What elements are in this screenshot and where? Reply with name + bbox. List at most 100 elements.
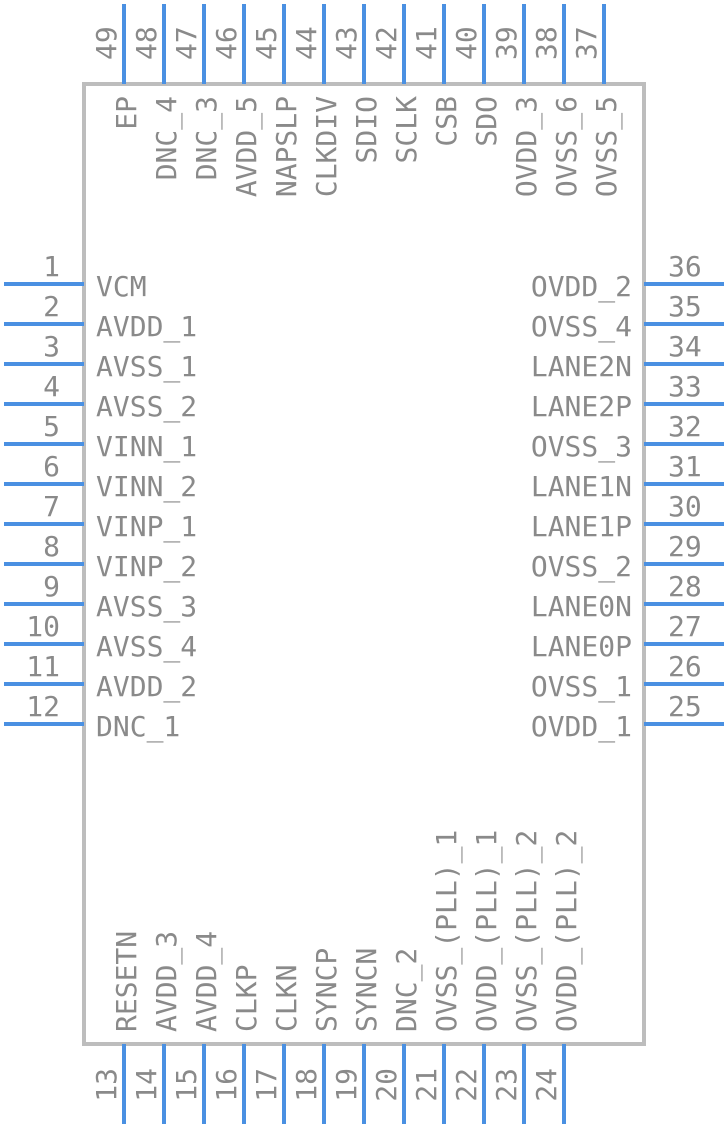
pin-number: 28 bbox=[668, 570, 702, 603]
pin-number: 38 bbox=[530, 26, 563, 60]
pin-number: 1 bbox=[43, 250, 60, 283]
pin-number: 42 bbox=[370, 26, 403, 60]
pin-name: CLKP bbox=[230, 965, 263, 1032]
pin-number: 24 bbox=[530, 1068, 563, 1102]
pin-number: 7 bbox=[43, 490, 60, 523]
pin-number: 43 bbox=[330, 26, 363, 60]
pin-number: 36 bbox=[668, 250, 702, 283]
pin-name: AVSS_1 bbox=[96, 350, 197, 384]
pin-number: 34 bbox=[668, 330, 702, 363]
pin-name: NAPSLP bbox=[270, 96, 303, 197]
pin-name: OVSS_2 bbox=[531, 550, 632, 584]
pin-name: OVSS_6 bbox=[550, 96, 584, 197]
pin-name: OVSS_5 bbox=[590, 96, 624, 197]
pin-number: 37 bbox=[570, 26, 603, 60]
pin-name: EP bbox=[110, 96, 143, 130]
pin-number: 20 bbox=[370, 1068, 403, 1102]
pin-number: 21 bbox=[410, 1068, 443, 1102]
pin-number: 40 bbox=[450, 26, 483, 60]
pin-number: 46 bbox=[210, 26, 243, 60]
pin-name: AVDD_3 bbox=[150, 931, 184, 1032]
pin-number: 6 bbox=[43, 450, 60, 483]
pin-name: CLKN bbox=[270, 965, 303, 1032]
pin-name: LANE0N bbox=[531, 590, 632, 623]
pin-name: VINP_2 bbox=[96, 550, 197, 584]
pin-number: 23 bbox=[490, 1068, 523, 1102]
pin-name: SDIO bbox=[350, 96, 383, 163]
pin-number: 12 bbox=[26, 690, 60, 723]
pin-number: 22 bbox=[450, 1068, 483, 1102]
pin-number: 33 bbox=[668, 370, 702, 403]
pin-number: 30 bbox=[668, 490, 702, 523]
pin-number: 4 bbox=[43, 370, 60, 403]
pin-number: 10 bbox=[26, 610, 60, 643]
pin-number: 2 bbox=[43, 290, 60, 323]
pin-name: AVSS_3 bbox=[96, 590, 197, 624]
pin-name: AVDD_2 bbox=[96, 670, 197, 704]
pin-number: 19 bbox=[330, 1068, 363, 1102]
pin-number: 49 bbox=[90, 26, 123, 60]
pin-name: LANE2N bbox=[531, 350, 632, 383]
pin-name: CSB bbox=[430, 96, 463, 147]
pin-number: 26 bbox=[668, 650, 702, 683]
pin-number: 13 bbox=[90, 1068, 123, 1102]
pin-name: CLKDIV bbox=[310, 96, 343, 197]
pin-number: 11 bbox=[26, 650, 60, 683]
pin-name: AVSS_2 bbox=[96, 390, 197, 424]
pin-number: 27 bbox=[668, 610, 702, 643]
pin-name: SDO bbox=[470, 96, 503, 147]
pin-number: 39 bbox=[490, 26, 523, 60]
pin-name: RESETN bbox=[110, 931, 143, 1032]
pin-name: DNC_1 bbox=[96, 710, 180, 744]
pin-number: 9 bbox=[43, 570, 60, 603]
pin-name: SYNCP bbox=[310, 948, 343, 1032]
pin-number: 35 bbox=[668, 290, 702, 323]
pin-name: OVSS_3 bbox=[531, 430, 632, 464]
pin-number: 25 bbox=[668, 690, 702, 723]
pin-name: OVDD_(PLL)_1 bbox=[470, 830, 504, 1032]
pin-name: LANE1P bbox=[531, 510, 632, 543]
pin-name: OVDD_1 bbox=[531, 710, 632, 744]
pin-number: 48 bbox=[130, 26, 163, 60]
pin-name: SYNCN bbox=[350, 948, 383, 1032]
pin-number: 31 bbox=[668, 450, 702, 483]
pin-name: VCM bbox=[96, 270, 147, 303]
pin-number: 47 bbox=[170, 26, 203, 60]
pin-name: SCLK bbox=[390, 96, 423, 164]
pin-name: OVSS_(PLL)_2 bbox=[510, 830, 544, 1032]
pin-name: OVSS_(PLL)_1 bbox=[430, 830, 464, 1032]
pin-number: 14 bbox=[130, 1068, 163, 1102]
pin-name: VINN_2 bbox=[96, 470, 197, 504]
pin-number: 18 bbox=[290, 1068, 323, 1102]
pin-name: DNC_2 bbox=[390, 948, 424, 1032]
pin-name: AVDD_1 bbox=[96, 310, 197, 344]
pin-name: AVSS_4 bbox=[96, 630, 197, 664]
pin-name: OVSS_1 bbox=[531, 670, 632, 704]
pin-number: 8 bbox=[43, 530, 60, 563]
pin-name: LANE2P bbox=[531, 390, 632, 423]
pin-number: 32 bbox=[668, 410, 702, 443]
pin-number: 5 bbox=[43, 410, 60, 443]
pin-name: OVSS_4 bbox=[531, 310, 632, 344]
pin-number: 44 bbox=[290, 26, 323, 60]
pin-name: LANE0P bbox=[531, 630, 632, 663]
pin-name: OVDD_(PLL)_2 bbox=[550, 830, 584, 1032]
pin-number: 45 bbox=[250, 26, 283, 60]
pin-name: AVDD_5 bbox=[230, 96, 264, 197]
pin-name: OVDD_3 bbox=[510, 96, 544, 197]
pin-number: 16 bbox=[210, 1068, 243, 1102]
pin-name: OVDD_2 bbox=[531, 270, 632, 304]
pin-name: VINN_1 bbox=[96, 430, 197, 464]
pin-name: DNC_3 bbox=[190, 96, 224, 180]
pin-number: 15 bbox=[170, 1068, 203, 1102]
pin-number: 3 bbox=[43, 330, 60, 363]
pin-name: LANE1N bbox=[531, 470, 632, 503]
pin-name: VINP_1 bbox=[96, 510, 197, 544]
pin-number: 17 bbox=[250, 1068, 283, 1102]
pin-name: DNC_4 bbox=[150, 96, 184, 180]
pin-name: AVDD_4 bbox=[190, 931, 224, 1032]
pin-number: 29 bbox=[668, 530, 702, 563]
